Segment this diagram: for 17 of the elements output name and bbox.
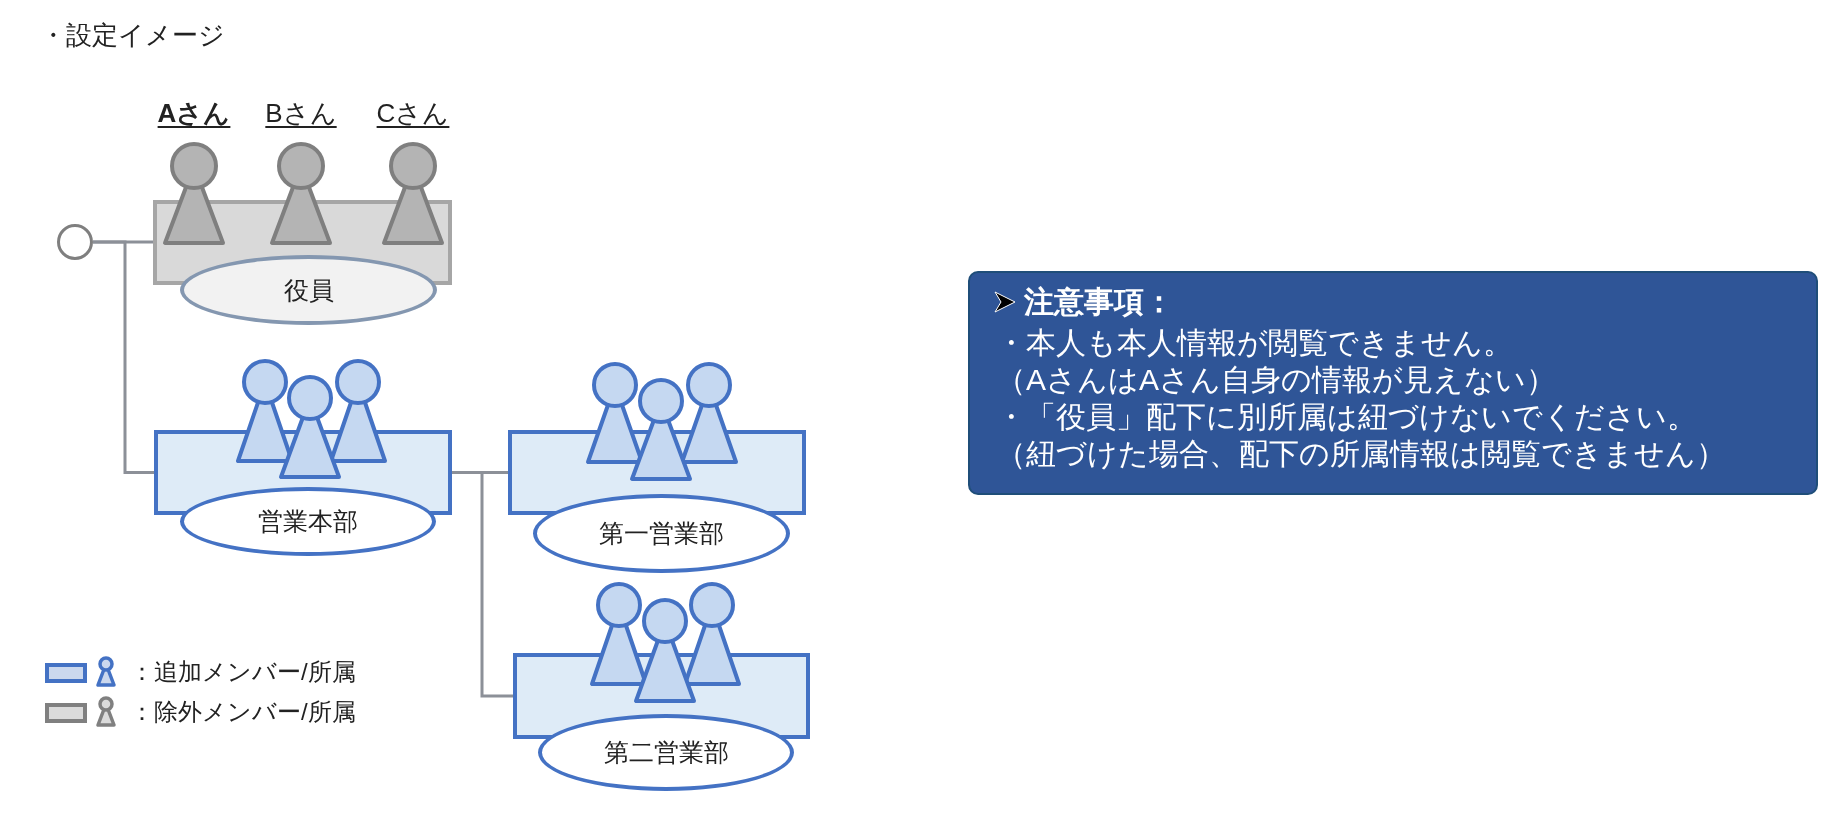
note-text: ・「役員」配下に別所属は紐づけないでください。	[996, 399, 1697, 435]
note-text: （AさんはAさん自身の情報が見えない）	[996, 362, 1557, 398]
note-text: ・本人も本人情報が閲覧できません。	[996, 325, 1513, 361]
note-heading: 注意事項：	[1024, 284, 1174, 320]
note-panel	[968, 271, 1818, 495]
person-name: Bさん	[265, 98, 337, 128]
person-name: Aさん	[157, 98, 231, 128]
note-text: （紐づけた場合、配下の所属情報は閲覧できません）	[996, 436, 1726, 472]
connector-line	[93, 240, 154, 474]
legend-text: ：除外メンバー/所属	[130, 697, 356, 727]
diagram-title: ・設定イメージ	[40, 19, 225, 51]
root-circle	[57, 224, 93, 260]
legend-text: ：追加メンバー/所属	[130, 657, 356, 687]
org-name-ellipse: 第一営業部	[533, 494, 790, 573]
connector-line	[452, 471, 513, 698]
person-name: Cさん	[376, 98, 450, 128]
org-name-ellipse: 第二営業部	[538, 714, 794, 791]
